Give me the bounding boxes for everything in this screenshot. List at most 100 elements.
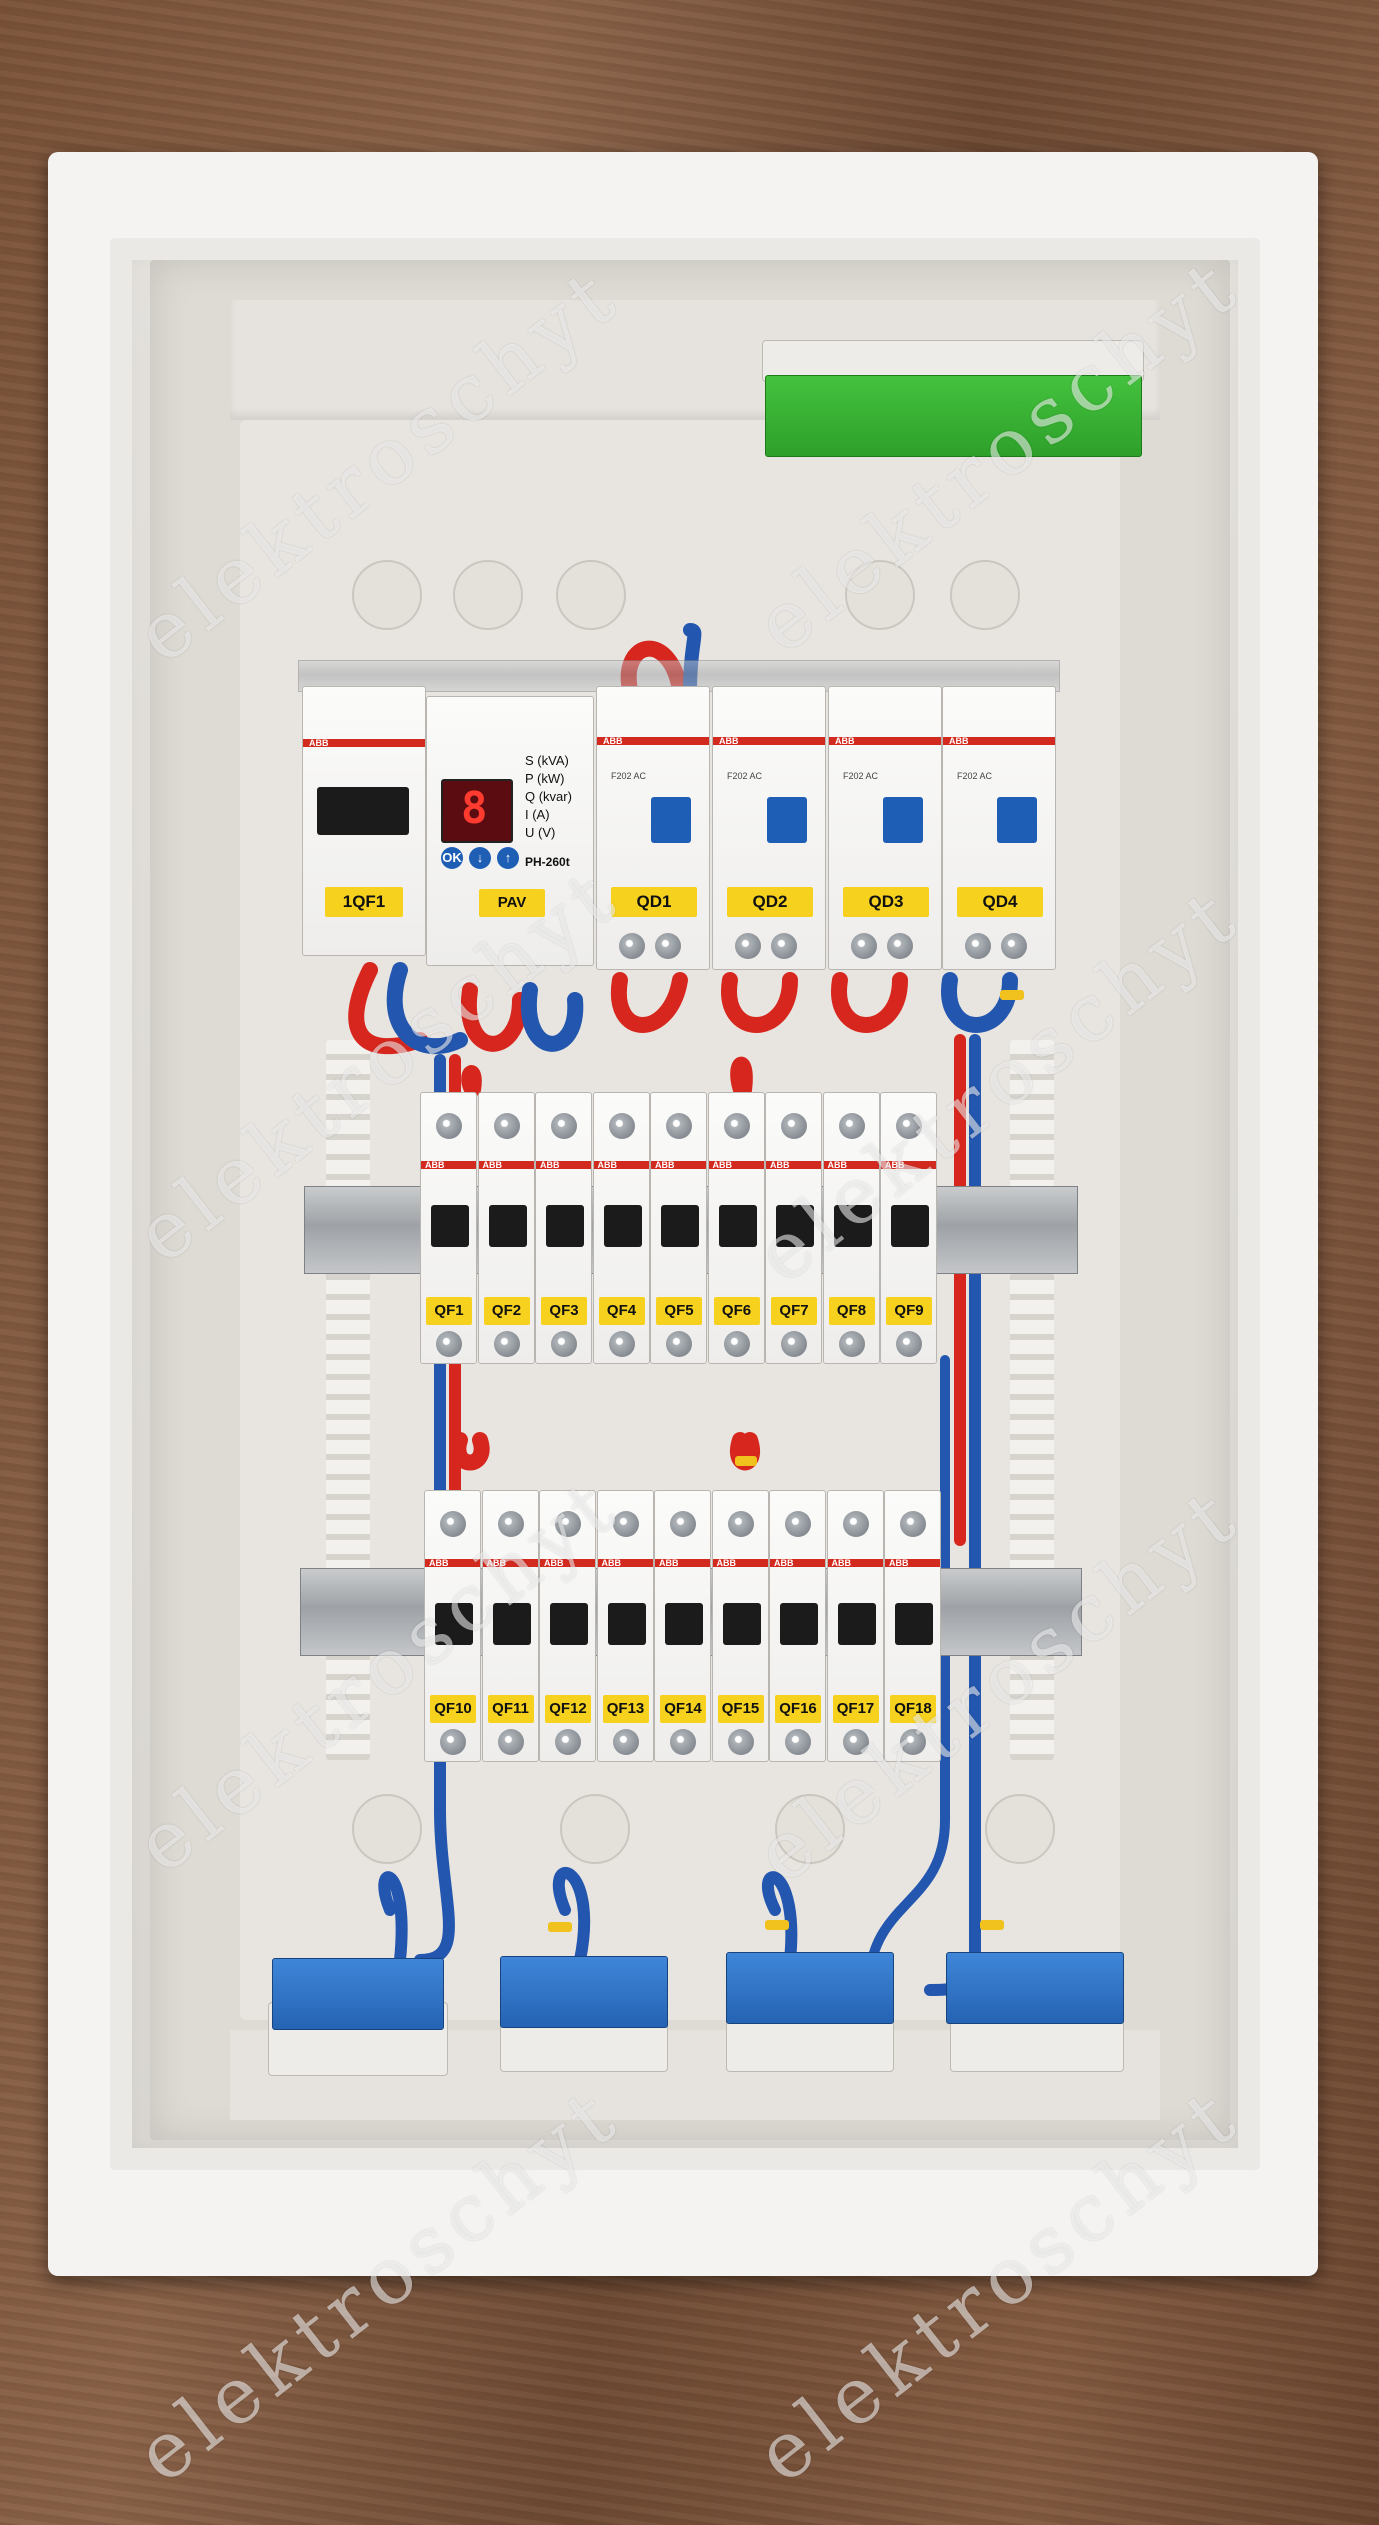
brand-text: ABB: [309, 738, 329, 748]
brand-text: ABB: [770, 1160, 790, 1170]
mcb-label: QF9: [886, 1297, 932, 1325]
mcb-lever[interactable]: [607, 1603, 646, 1645]
mcb-label: QF1: [426, 1297, 472, 1325]
brand-text: ABB: [603, 736, 623, 746]
screw: [666, 1331, 692, 1357]
rcd-lever[interactable]: [997, 797, 1037, 843]
screw: [838, 1331, 865, 1357]
cable-tie: [980, 1920, 1004, 1930]
mcb-lever[interactable]: [833, 1205, 872, 1247]
mcb-lever[interactable]: [665, 1603, 703, 1645]
screw: [493, 1331, 520, 1357]
mcb-lever[interactable]: [895, 1603, 933, 1645]
brand-band: [881, 1161, 936, 1169]
knockout: [560, 1794, 630, 1864]
screw: [670, 1511, 696, 1537]
knockout: [556, 560, 626, 630]
brand-text: ABB: [835, 736, 855, 746]
green-terminal-block: [765, 375, 1142, 457]
screw: [896, 1113, 922, 1139]
rcd-label: QD1: [611, 887, 697, 917]
brand-band: [421, 1161, 476, 1169]
mcb-lever[interactable]: [661, 1205, 699, 1247]
breaker-lever[interactable]: [317, 787, 409, 835]
rcd: ABB F202 AC QD3: [828, 686, 942, 970]
brand-text: ABB: [885, 1160, 905, 1170]
up-button[interactable]: ↑: [497, 847, 519, 869]
brand-text: ABB: [831, 1558, 852, 1568]
mcb-lever[interactable]: [546, 1205, 584, 1247]
screw: [555, 1729, 581, 1755]
screw: [655, 933, 681, 959]
brand-band: [827, 1559, 883, 1567]
cable-tie: [735, 1456, 757, 1466]
blue-terminal-block: [500, 1956, 668, 2028]
mcb-lever[interactable]: [780, 1603, 818, 1645]
screw: [900, 1729, 926, 1755]
ok-button[interactable]: OK: [441, 847, 463, 869]
mcb-label: QF13: [602, 1695, 649, 1723]
knockout: [453, 560, 523, 630]
mcb-lever[interactable]: [431, 1205, 469, 1247]
mcb: ABB QF11: [481, 1490, 539, 1762]
monitor-display: 8: [441, 779, 513, 843]
screw: [727, 1729, 754, 1755]
knockout: [352, 1794, 422, 1864]
brand-band: [478, 1161, 534, 1169]
screw: [723, 1331, 750, 1357]
monitor-model: PH-260t: [525, 855, 570, 869]
rating-text: F202 AC: [843, 771, 879, 781]
screw: [440, 1511, 466, 1537]
screw: [965, 933, 991, 959]
down-button[interactable]: ↓: [469, 847, 491, 869]
screw: [785, 1511, 811, 1537]
screw: [727, 1511, 754, 1537]
mcb-lever[interactable]: [722, 1603, 761, 1645]
mcb-lever[interactable]: [837, 1603, 876, 1645]
screw: [555, 1511, 581, 1537]
brand-text: ABB: [486, 1558, 507, 1568]
mcb-lever[interactable]: [550, 1603, 588, 1645]
screw: [785, 1729, 811, 1755]
rcd-label: QD3: [843, 887, 929, 917]
mcb: ABB QF5: [650, 1092, 707, 1364]
brand-band: [597, 1559, 653, 1567]
mcb-lever[interactable]: [776, 1205, 814, 1247]
mcb-lever[interactable]: [603, 1205, 642, 1247]
rcd-lever[interactable]: [651, 797, 691, 843]
brand-text: ABB: [655, 1160, 675, 1170]
screw: [670, 1729, 696, 1755]
brand-text: ABB: [719, 736, 739, 746]
rcd-label: QD4: [957, 887, 1043, 917]
cable-tie: [1000, 990, 1024, 1000]
screw: [781, 1331, 807, 1357]
mcb-lever[interactable]: [488, 1205, 527, 1247]
screw: [612, 1511, 639, 1537]
rcd-lever[interactable]: [883, 797, 923, 843]
mcb-label: QF5: [656, 1297, 702, 1325]
mcb-lever[interactable]: [891, 1205, 929, 1247]
rcd-lever[interactable]: [767, 797, 807, 843]
mcb-lever[interactable]: [435, 1603, 473, 1645]
screw: [608, 1113, 635, 1139]
mcb-label: QF8: [828, 1297, 875, 1325]
brand-text: ABB: [597, 1160, 618, 1170]
screw: [781, 1113, 807, 1139]
mcb-lever[interactable]: [718, 1205, 757, 1247]
mcb-label: QF11: [487, 1695, 534, 1723]
screw: [436, 1331, 462, 1357]
mcb-lever[interactable]: [492, 1603, 531, 1645]
brand-band: [303, 739, 425, 747]
screw: [771, 933, 797, 959]
